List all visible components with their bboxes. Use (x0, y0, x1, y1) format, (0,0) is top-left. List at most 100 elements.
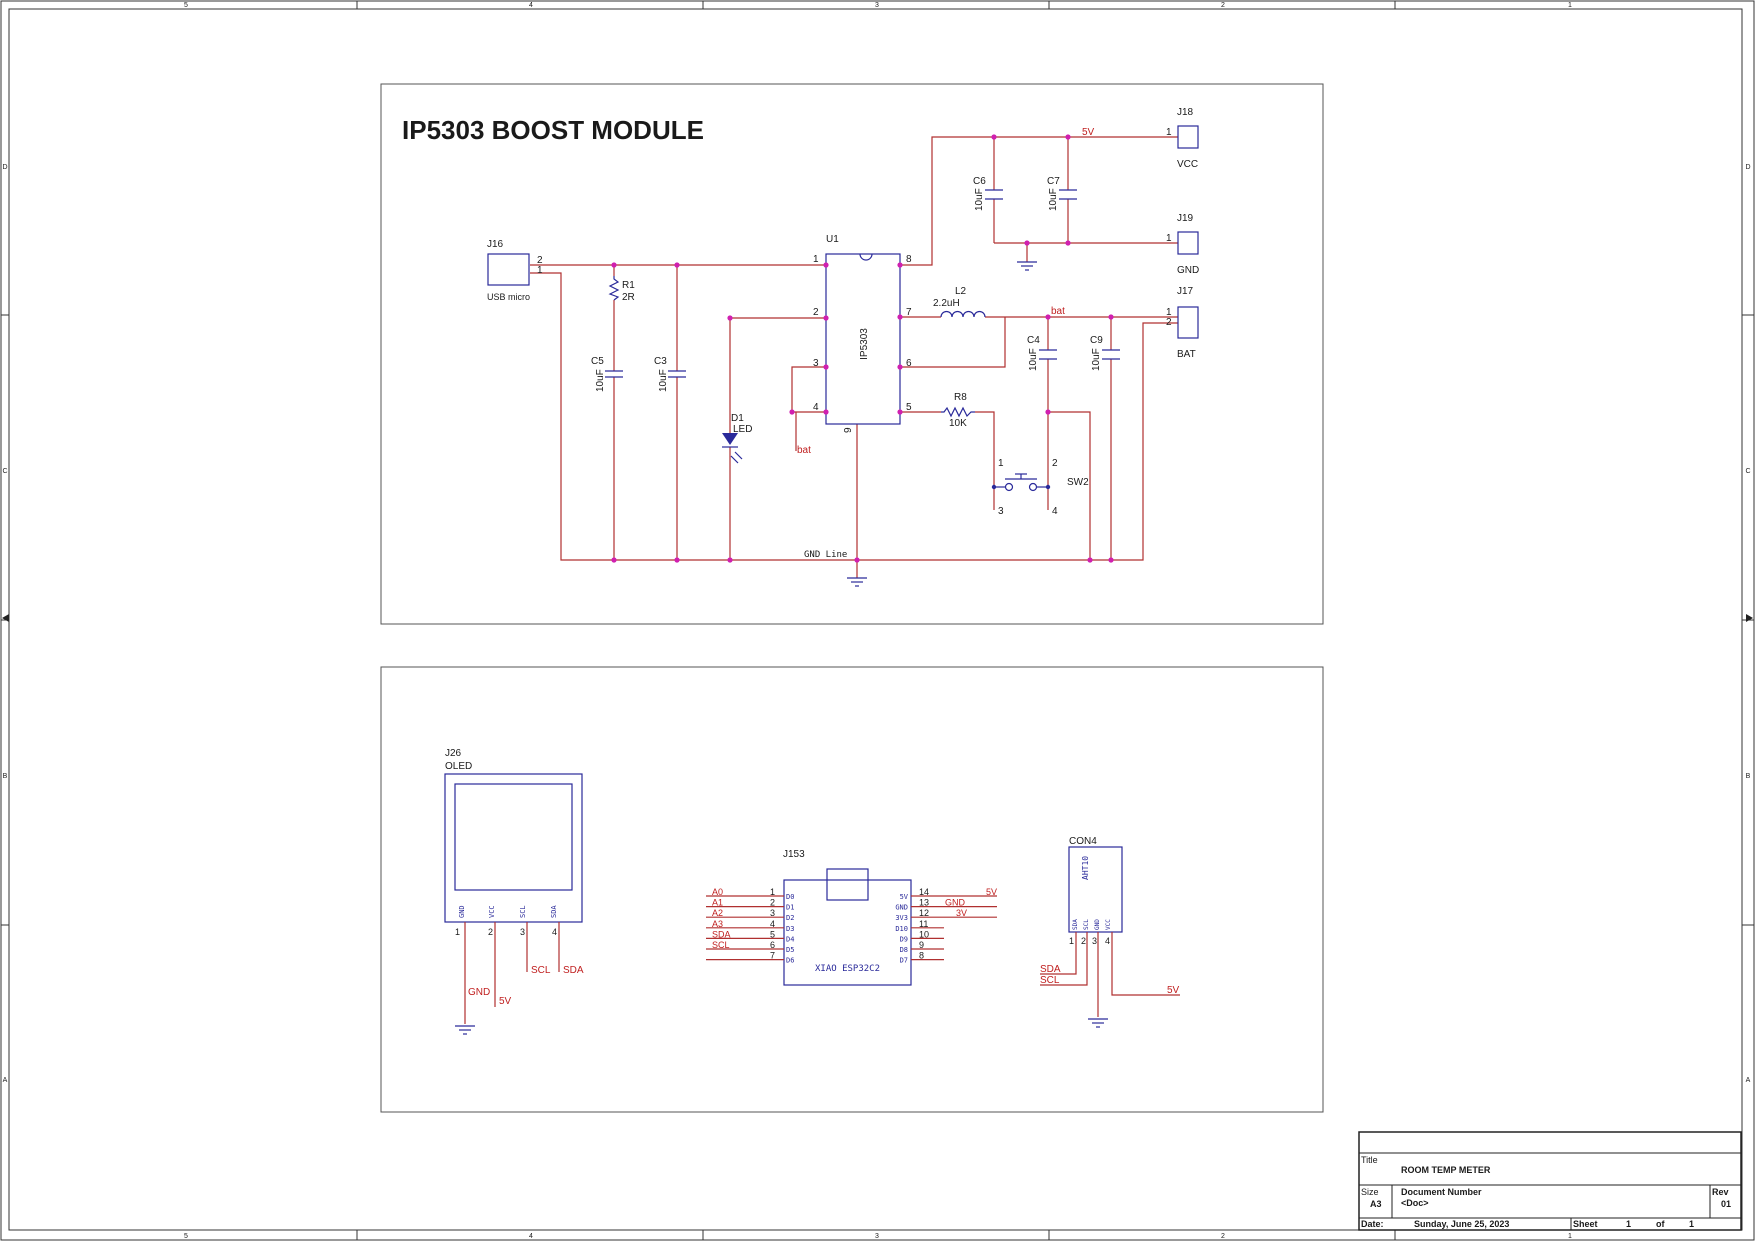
j153-left-net-3: A2 (712, 908, 723, 918)
j153-right-net-2: GND (945, 898, 966, 908)
row-label-right-b: B (1746, 773, 1751, 780)
j153-right-pin-name-4: D10 (895, 925, 908, 933)
r8-resistor: R8 10K (941, 392, 975, 429)
c5-value: 10uF (595, 369, 606, 392)
title-block: Title ROOM TEMP METER Size A3 Document N… (1358, 1131, 1742, 1231)
sw2-pin2: 2 (1052, 458, 1058, 469)
c9-capacitor: C9 10uF (1090, 335, 1120, 371)
r1-value: 2R (622, 292, 635, 303)
con4-pin-name-2: SCL (1083, 919, 1090, 930)
r8-value: 10K (949, 418, 967, 429)
document-number-label: Document Number (1401, 1187, 1482, 1197)
col-label-top-5: 5 (184, 2, 188, 9)
con4-net-sda: SDA (1040, 964, 1061, 975)
j16-pin1: 1 (537, 265, 543, 276)
sw2-pin1: 1 (998, 458, 1004, 469)
r1-ref: R1 (622, 280, 635, 291)
row-label-right-a: A (1746, 1077, 1751, 1084)
col-label-top-1: 1 (1568, 2, 1572, 9)
u1-part: IP5303 (859, 328, 870, 360)
document-number-value: <Doc> (1401, 1198, 1429, 1208)
c6-capacitor: C6 10uF (973, 176, 1003, 211)
sw2-ref: SW2 (1067, 477, 1089, 488)
j153-left-pin-name-4: D3 (786, 925, 794, 933)
j26-pin-name-1: GND (458, 905, 466, 918)
j153-left-pin-num-1: 1 (770, 887, 775, 897)
j153-right-pin-num-5: 10 (919, 929, 929, 939)
j17-name: BAT (1177, 349, 1196, 360)
j153-part: XIAO ESP32C2 (815, 964, 880, 974)
j153-left-net-6: SCL (712, 940, 730, 950)
c6-ref: C6 (973, 176, 986, 187)
c4-ref: C4 (1027, 335, 1040, 346)
sheet-of-label: of (1656, 1219, 1665, 1229)
j153-left-net-1: A0 (712, 887, 723, 897)
ground-symbol-upper-left (847, 577, 867, 587)
j19-pin1: 1 (1166, 233, 1172, 244)
j16-name: USB micro (487, 292, 530, 302)
size-value: A3 (1370, 1199, 1382, 1209)
j153-right-pin-num-2: 13 (919, 898, 929, 908)
u1-pin4: 4 (813, 402, 819, 413)
j153-right-pin-num-4: 11 (919, 919, 928, 929)
j153-left-pin-name-5: D4 (786, 935, 794, 943)
junction-dots (611, 134, 1114, 563)
sw2-pin3: 3 (998, 506, 1004, 517)
j153-right-pin-name-6: D8 (900, 946, 908, 954)
row-label-right-c: C (1745, 468, 1750, 475)
size-label: Size (1361, 1187, 1379, 1197)
j153-left-pin-num-2: 2 (770, 898, 775, 908)
net-label-bat-right: bat (1051, 306, 1065, 317)
c7-capacitor: C7 10uF (1047, 176, 1077, 211)
col-label-top-4: 4 (529, 2, 533, 9)
j153-left-pin-name-1: D0 (786, 893, 794, 901)
sw2-pushbutton: SW2 1 2 3 4 (991, 458, 1089, 517)
j26-pin-num-4: 4 (552, 927, 557, 937)
j153-left-pin-name-6: D5 (786, 946, 794, 954)
j153-left-pin-num-7: 7 (770, 951, 775, 961)
j153-left-net-5: SDA (712, 929, 731, 939)
j153-right-pin-num-1: 14 (919, 887, 929, 897)
j26-oled-module: J26 OLED GND VCC SCL SDA 1 2 3 4 GND 5V … (444, 748, 584, 1035)
c4-value: 10uF (1028, 348, 1039, 371)
col-label-top-2: 2 (1221, 2, 1225, 9)
j17-pin2: 2 (1166, 317, 1172, 328)
j153-right-pin-name-1: 5V (900, 893, 909, 901)
c7-ref: C7 (1047, 176, 1060, 187)
j26-net-sda: SDA (563, 965, 584, 976)
net-label-gnd-line: GND Line (804, 550, 847, 560)
j153-right-pin-name-2: GND (895, 904, 908, 912)
u1-pin2: 2 (813, 307, 819, 318)
l2-inductor: L2 2.2uH (933, 286, 986, 318)
j153-xiao-esp32c2: J153 XIAO ESP32C2 (783, 849, 912, 986)
j153-left-pin-name-2: D1 (786, 904, 794, 912)
c5-capacitor: C5 10uF (591, 356, 623, 392)
j26-pin-name-4: SDA (550, 905, 558, 918)
j153-right-pin-num-7: 8 (919, 951, 924, 961)
u1-pin6: 6 (906, 358, 912, 369)
u1-pin8: 8 (906, 254, 912, 265)
j17-bat-connector: J17 BAT 1 2 (1166, 286, 1199, 360)
con4-ref: CON4 (1069, 836, 1097, 847)
j153-right-net-3: 3V (956, 908, 967, 918)
c4-capacitor: C4 10uF (1027, 335, 1057, 371)
drawing-title: ROOM TEMP METER (1401, 1165, 1491, 1175)
center-arrow-left (2, 614, 9, 622)
ground-symbol-upper-right (1017, 261, 1037, 271)
title-label: Title (1361, 1155, 1378, 1165)
boost-panel (380, 83, 1324, 625)
j26-pin-name-2: VCC (488, 905, 496, 918)
row-label-left-d: D (2, 164, 7, 171)
c3-capacitor: C3 10uF (654, 356, 686, 392)
j18-pin1: 1 (1166, 127, 1172, 138)
con4-net-5v: 5V (1167, 985, 1180, 996)
j153-left-pin-num-3: 3 (770, 908, 775, 918)
sheet-total: 1 (1689, 1219, 1694, 1229)
d1-value: LED (733, 424, 752, 435)
u1-pin9: 9 (843, 427, 854, 433)
con4-pin-num-3: 3 (1092, 936, 1097, 946)
j153-right-pin-num-3: 12 (919, 908, 929, 918)
j18-name: VCC (1177, 159, 1198, 170)
sheet-number: 1 (1626, 1219, 1631, 1229)
c5-ref: C5 (591, 356, 604, 367)
